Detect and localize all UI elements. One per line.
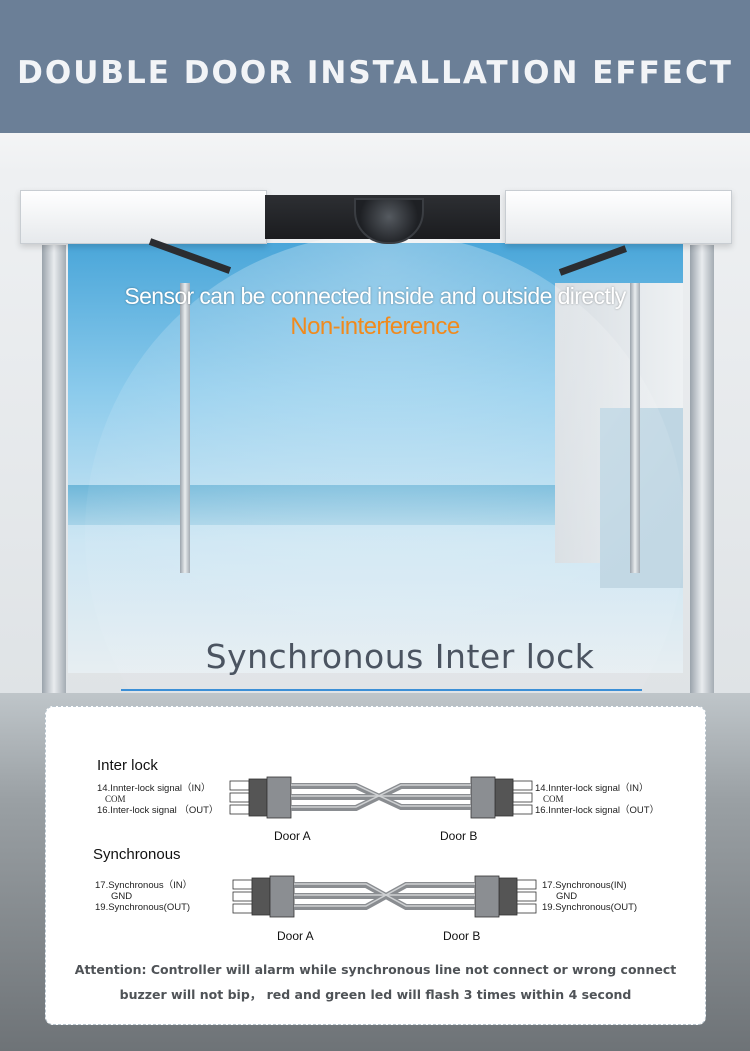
interlock-left-signal-in: 14.Innter-lock signal（IN）	[97, 783, 211, 794]
sync-wire-highlights	[294, 883, 475, 907]
building-glass	[600, 408, 683, 588]
sync-connector-left	[232, 875, 295, 918]
sync-door-a-label: Door A	[277, 929, 314, 943]
interlock-heading: Inter lock	[97, 757, 158, 774]
door-photo	[0, 133, 750, 693]
interlock-door-a-label: Door A	[274, 829, 311, 843]
wiring-panel: Inter lock 14.Innter-lock signal（IN） COM…	[45, 706, 706, 1025]
section-title: Synchronous Inter lock	[205, 637, 595, 676]
sync-right-signal-in: 17.Synchronous(IN)	[542, 880, 627, 891]
sync-left-signal-gnd: GND	[111, 891, 133, 902]
interlock-right-signal-in: 14.Innter-lock signal（IN）	[535, 783, 649, 794]
page-title: DOUBLE DOOR INSTALLATION EFFECT	[17, 55, 733, 91]
right-operator-housing	[505, 190, 732, 244]
sync-right-signal-gnd: GND	[556, 891, 578, 902]
attention-line-1: Attention: Controller will alarm while s…	[74, 962, 677, 977]
interlock-left-signal-out: 16.Inter-lock signal （OUT）	[97, 805, 219, 816]
interlock-left-signal-com: COM	[105, 794, 126, 804]
interlock-door-b-label: Door B	[440, 829, 478, 843]
title-underline	[121, 689, 642, 691]
right-door-post	[690, 245, 714, 693]
attention-line-2: buzzer will not bip， red and green led w…	[119, 987, 632, 1002]
sync-door-b-label: Door B	[443, 929, 481, 943]
left-door-post	[42, 245, 66, 693]
sync-left-signal-in: 17.Synchronous（IN）	[95, 880, 193, 891]
interlock-right-signal-out: 16.Innter-lock signal（OUT）	[535, 805, 660, 816]
sync-connector-right	[474, 875, 537, 918]
header-banner: DOUBLE DOOR INSTALLATION EFFECT	[0, 0, 750, 133]
left-operator-housing	[20, 190, 267, 244]
sync-left-signal-out: 19.Synchronous(OUT)	[95, 902, 191, 913]
interlock-connector-left	[229, 776, 292, 819]
right-inner-frame	[630, 283, 640, 573]
sensor-caption: Sensor can be connected inside and outsi…	[124, 283, 626, 309]
synchronous-heading: Synchronous	[93, 846, 181, 863]
non-interference-caption: Non-interference	[290, 313, 460, 340]
interlock-connector-right	[470, 776, 533, 819]
left-inner-frame	[180, 283, 190, 573]
sync-right-signal-out: 19.Synchronous(OUT)	[542, 902, 638, 913]
wiring-diagram	[229, 776, 537, 918]
interlock-right-signal-com: COM	[543, 794, 564, 804]
interlock-wire-highlights	[291, 784, 471, 808]
